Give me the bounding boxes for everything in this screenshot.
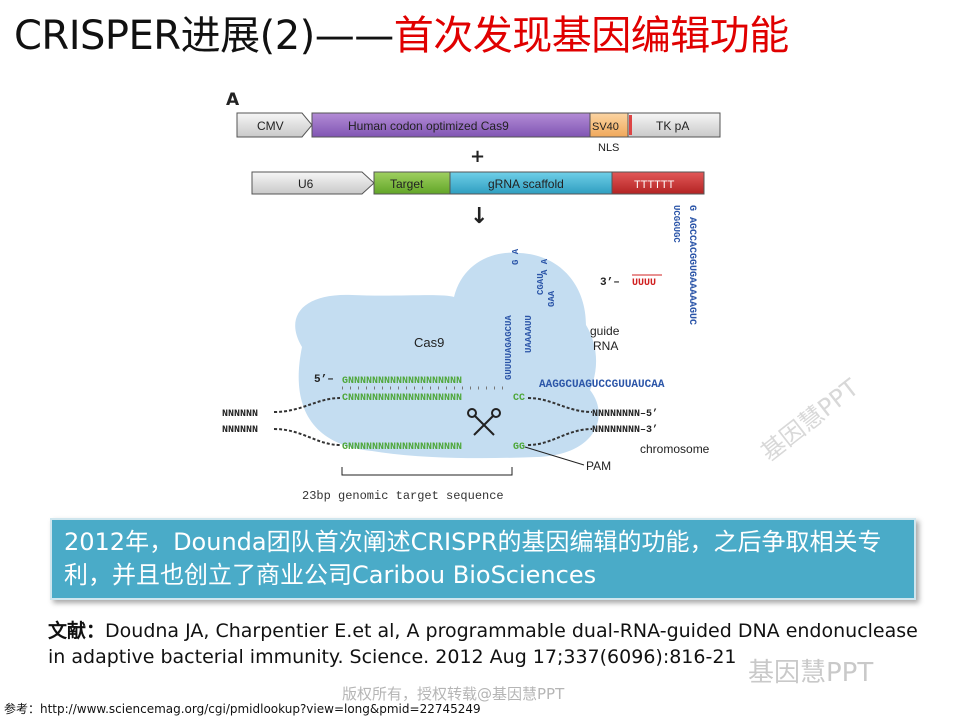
gg-bases: GG [513, 442, 525, 453]
cas9-protein-label: Cas9 [414, 335, 444, 350]
terminator-box [611, 171, 705, 195]
target-label: Target [390, 177, 424, 191]
rna-label: RNA [593, 339, 618, 353]
reference: 文献：Doudna JA, Charpentier E.et al, A pro… [48, 618, 928, 670]
footer-source: 参考：http://www.sciencemag.org/cgi/pmidloo… [4, 702, 481, 716]
cas9-protein-blob [295, 252, 599, 459]
scissors-icon [467, 408, 501, 436]
logo-watermark: 基因慧PPT [748, 658, 874, 688]
hairpin-seq-2: UCGGUGC [671, 205, 681, 243]
left-strand-curve-lower [273, 428, 341, 446]
caption-text: 2012年，Dounda团队首次阐述CRISPR的基因编辑的功能，之后争取相关专… [64, 528, 882, 589]
copyright-watermark: 版权所有，授权转载@基因慧PPT [342, 685, 565, 703]
rna-three-prime: 3’– [600, 277, 620, 289]
construct-grna: U6 Target gRNA scaffold TTTTTT [251, 171, 705, 195]
spacer-seq: GNNNNNNNNNNNNNNNNNNN [342, 376, 462, 387]
pam-pointer [524, 446, 585, 466]
stem-seq-2: UAAAAUU [524, 315, 534, 353]
sv40-box [589, 112, 629, 138]
pam-label: PAM [586, 459, 611, 473]
tkpa-label: TK pA [656, 119, 689, 133]
terminator-label: TTTTTT [634, 179, 675, 191]
left-upper-strand: 3’–NNNNNNNN [222, 408, 258, 420]
linker-seq: AAGGCUAGUCCGUUAUCAA [539, 379, 665, 391]
spacer-five-prime: 5’– [314, 374, 334, 386]
left-lower-strand: 5’–NNNNNNNN [222, 424, 258, 436]
caption-box: 2012年，Dounda团队首次阐述CRISPR的基因编辑的功能，之后争取相关专… [50, 518, 916, 600]
stem-gaa: GAA [547, 290, 557, 307]
target-strand-seq: CNNNNNNNNNNNNNNNNNNN [342, 393, 462, 404]
stem-seq-3: CGAU [536, 273, 546, 295]
right-lower-strand: NNNNNNNN–3’ [592, 424, 658, 436]
diagonal-watermark: 基因慧PPT [755, 373, 865, 467]
target-length-label: 23bp genomic target sequence [302, 489, 504, 503]
cmv-label: CMV [257, 119, 284, 133]
title-part-red: 首次发现基因编辑功能 [393, 13, 790, 59]
construct-cas9: CMV Human codon optimized Cas9 SV40 TK p… [236, 112, 721, 154]
reference-text: Doudna JA, Charpentier E.et al, A progra… [48, 620, 918, 668]
reference-label: 文献： [48, 620, 106, 642]
tkpa-box [627, 112, 721, 138]
panel-label: A [226, 90, 240, 110]
loop-aa: A A [540, 258, 550, 275]
plus-sign: + [470, 146, 485, 167]
chromosome-label: chromosome [640, 442, 710, 456]
u6-promoter-arrow [251, 171, 375, 195]
left-strand-curve-upper [273, 397, 341, 413]
down-arrow: ↓ [470, 204, 488, 229]
crispr-figure: A CMV Human codon optimized Cas9 SV40 TK… [222, 90, 721, 503]
stem-seq-1: GUUUUAGAGCUA [504, 315, 514, 380]
right-upper-strand: NNNNNNNN–5’ [592, 408, 658, 420]
sv40-label: SV40 [592, 121, 619, 133]
right-strand-curve-upper [527, 397, 593, 413]
loop-ga: G A [511, 248, 521, 265]
u6-label: U6 [298, 177, 314, 191]
hairpin-seq-1: G AGCCACGGUGAAAAAGUC [686, 205, 697, 325]
title-part-black: CRISPER进展(2)—— [14, 13, 394, 59]
grna-scaffold-label: gRNA scaffold [488, 177, 564, 191]
target-bracket [341, 467, 513, 476]
non-target-strand-seq: GNNNNNNNNNNNNNNNNNNN [342, 442, 462, 453]
rna-uuuu: UUUU [632, 278, 656, 289]
cas9-gene-label: Human codon optimized Cas9 [348, 119, 509, 133]
sv40-marker [629, 115, 632, 135]
nls-label: NLS [598, 142, 619, 154]
cmv-promoter-arrow [236, 112, 313, 138]
slide-title: CRISPER进展(2)——首次发现基因编辑功能 [14, 6, 789, 66]
right-strand-curve-lower [527, 428, 593, 446]
cc-bases: CC [513, 393, 525, 404]
guide-label: guide [590, 324, 620, 338]
